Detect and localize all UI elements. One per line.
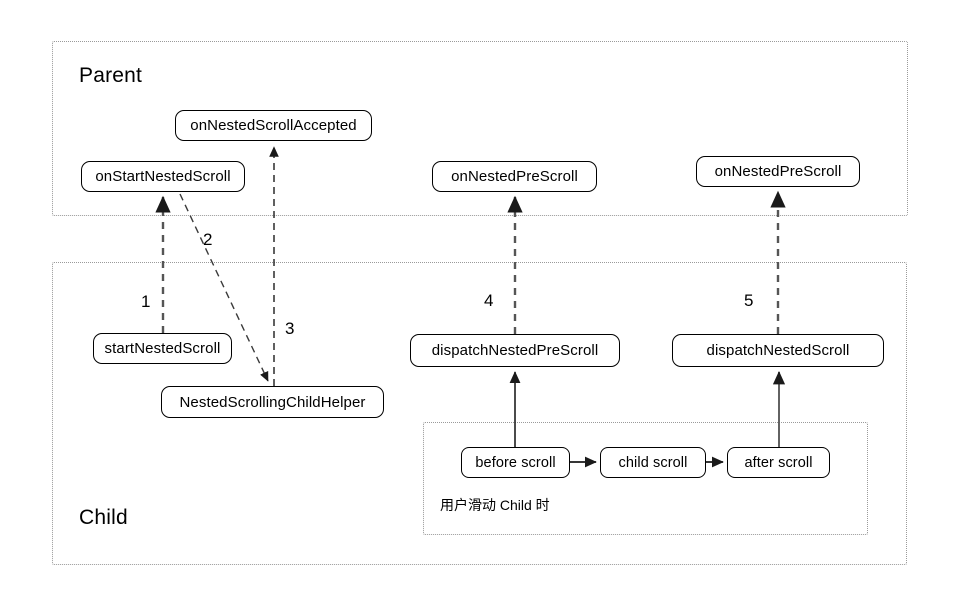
node-after-scroll[interactable]: after scroll: [727, 447, 830, 478]
node-start-nested-scroll[interactable]: startNestedScroll: [93, 333, 232, 364]
step-label-4: 4: [484, 291, 494, 310]
node-on-start-nested-scroll[interactable]: onStartNestedScroll: [81, 161, 245, 192]
node-dispatch-nested-pre-scroll[interactable]: dispatchNestedPreScroll: [410, 334, 620, 367]
node-dispatch-nested-scroll[interactable]: dispatchNestedScroll: [672, 334, 884, 367]
user-scroll-group: [423, 422, 868, 535]
node-before-scroll[interactable]: before scroll: [461, 447, 570, 478]
node-child-scroll[interactable]: child scroll: [600, 447, 706, 478]
step-label-2: 2: [203, 230, 213, 249]
step-label-3: 3: [285, 319, 295, 338]
node-on-nested-pre-scroll-right[interactable]: onNestedPreScroll: [696, 156, 860, 187]
child-group-label: Child: [79, 506, 128, 529]
step-label-1: 1: [141, 292, 151, 311]
parent-group: [52, 41, 908, 216]
node-nested-scrolling-child-helper[interactable]: NestedScrollingChildHelper: [161, 386, 384, 418]
parent-group-label: Parent: [79, 64, 143, 87]
node-on-nested-scroll-accepted[interactable]: onNestedScrollAccepted: [175, 110, 372, 141]
caption-user-scrolls-child: 用户滑动 Child 时: [440, 497, 550, 513]
step-label-5: 5: [744, 291, 754, 310]
node-on-nested-pre-scroll-mid[interactable]: onNestedPreScroll: [432, 161, 597, 192]
child-group: [52, 262, 907, 565]
